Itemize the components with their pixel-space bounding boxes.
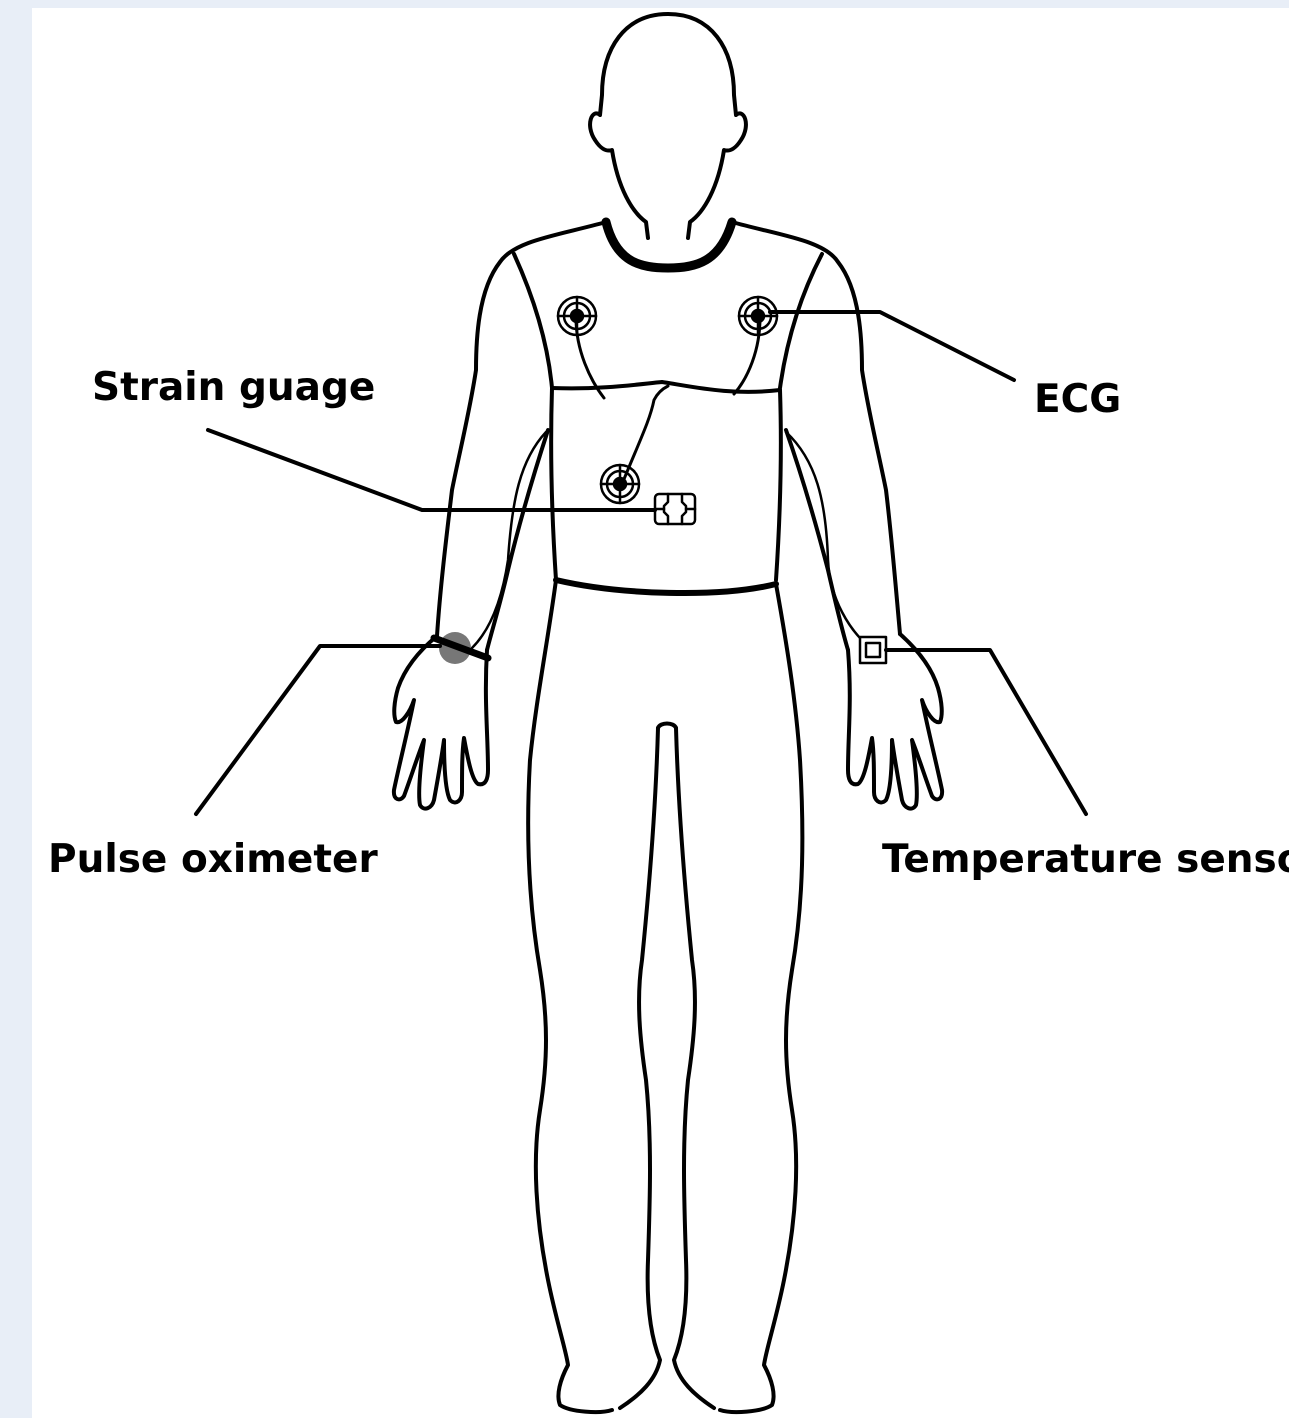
right-inner-arm: [786, 430, 848, 650]
right-leg-inner: [674, 728, 714, 1408]
temperature-sensor-icon: [860, 637, 886, 663]
left-inner-arm: [487, 430, 548, 650]
ecg-electrode-icon: [601, 465, 639, 503]
left-shirt-seam: [514, 254, 552, 388]
collar: [606, 222, 732, 268]
strain-leader: [208, 430, 655, 510]
left-leg-outer: [528, 580, 612, 1412]
left-leg-inner: [620, 728, 660, 1408]
pulse-oximeter-label: Pulse oximeter: [48, 840, 378, 879]
pulse-leader: [196, 646, 440, 814]
ecg-label: ECG: [1034, 380, 1121, 419]
strain-gauge-label: Strain guage: [92, 368, 375, 407]
head: [590, 14, 746, 238]
wire-left-arm: [472, 432, 546, 648]
strain-gauge-chip-icon: [655, 494, 695, 524]
right-shoulder: [732, 222, 900, 634]
ecg-electrode-icon: [558, 297, 596, 335]
ecg-leader: [770, 312, 1014, 380]
ecg-electrode-icon: [739, 297, 777, 335]
waist-band: [556, 580, 776, 593]
right-shirt-seam: [780, 254, 822, 388]
right-leg-outer: [720, 584, 802, 1412]
left-hand: [394, 636, 488, 809]
crotch: [658, 724, 676, 729]
temperature-sensor-label: Temperature senso: [882, 840, 1289, 879]
shirt-right-side: [776, 390, 781, 580]
left-shoulder: [437, 222, 606, 636]
human-body-outline: [394, 14, 942, 1412]
shirt-left-side: [551, 388, 556, 580]
wire-center-electrode: [622, 386, 668, 484]
